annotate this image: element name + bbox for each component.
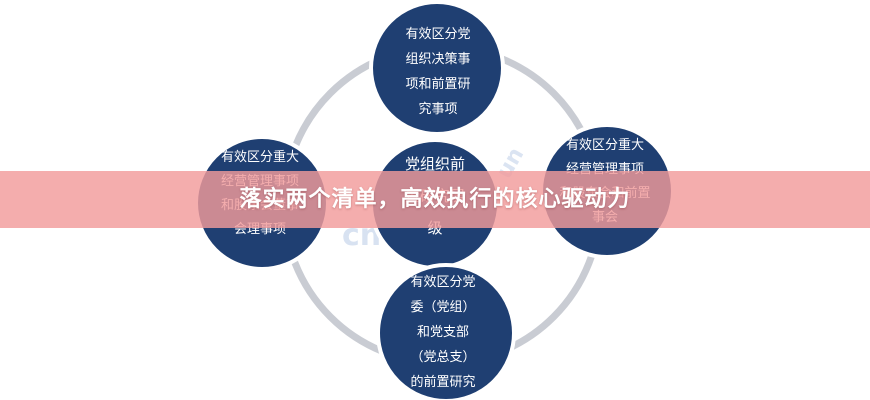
banner-title: 落实两个清单，高效执行的核心驱动力 xyxy=(239,187,631,212)
node-top-circle xyxy=(369,0,505,136)
node-bottom-circle xyxy=(376,263,516,400)
node-top-label: 有效区分党 组织决策事 项和前置研 究事项 xyxy=(405,27,471,117)
node-bottom-label: 有效区分党 委（党组） 和党支部 （党总支） 的前置研究 xyxy=(410,275,476,390)
title-banner: 落实两个清单，高效执行的核心驱动力 xyxy=(0,171,870,228)
